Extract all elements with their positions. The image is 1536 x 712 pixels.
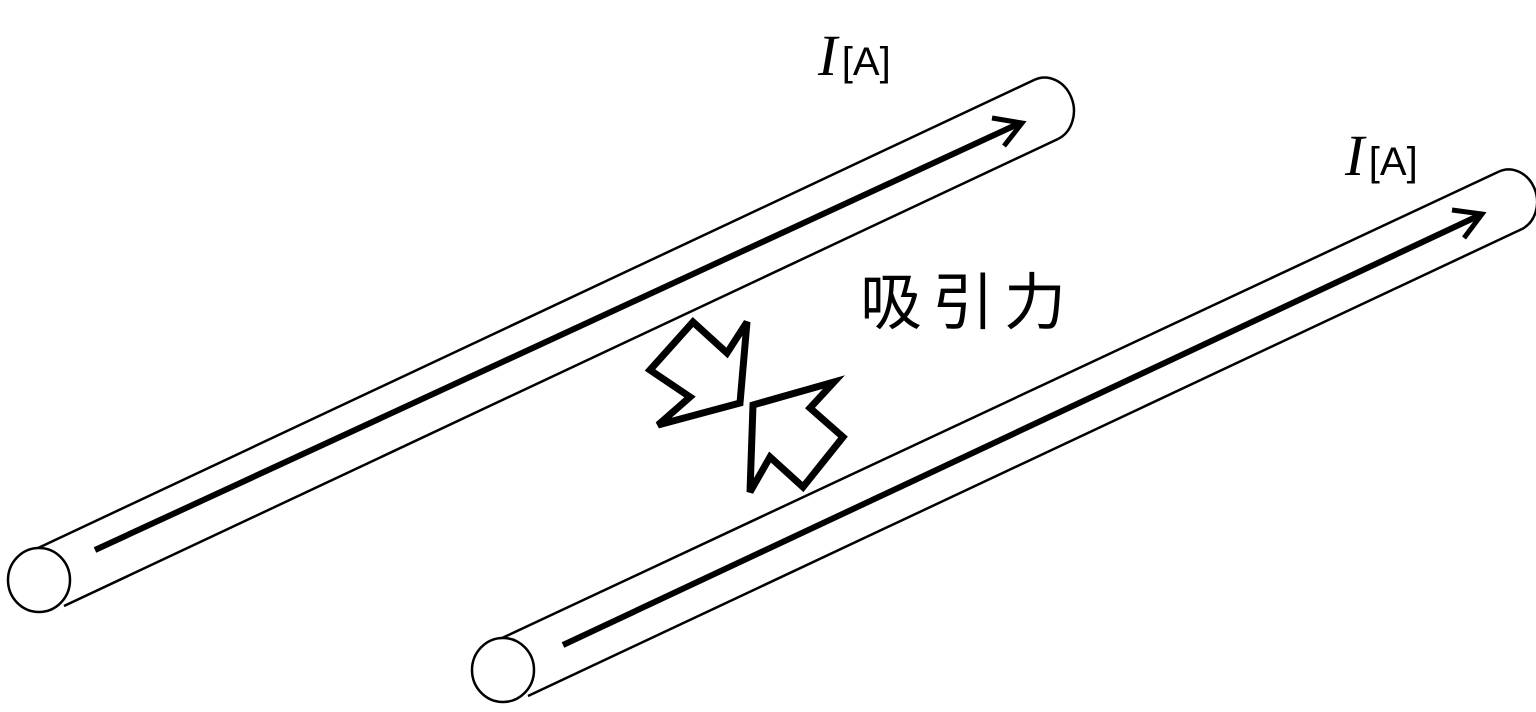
force-arrow-down-right-icon <box>644 317 751 429</box>
wire-2 <box>470 168 1536 704</box>
wire-1 <box>6 76 1076 614</box>
current-symbol: I <box>818 23 838 88</box>
wire-1-end-cap <box>6 546 72 614</box>
wire-2-current-label: I [A] <box>1345 122 1418 189</box>
force-arrow-up-left-icon <box>746 375 848 494</box>
wire-1-current-label: I [A] <box>818 22 891 89</box>
wire-1-current-arrow <box>93 121 1020 553</box>
wire-2-end-cap <box>470 636 536 704</box>
attractive-force-label: 吸引力 <box>860 266 1077 339</box>
current-unit: [A] <box>1368 140 1418 184</box>
current-unit: [A] <box>841 40 891 84</box>
current-symbol: I <box>1345 123 1365 188</box>
wire-2-current-arrow <box>561 213 1480 648</box>
